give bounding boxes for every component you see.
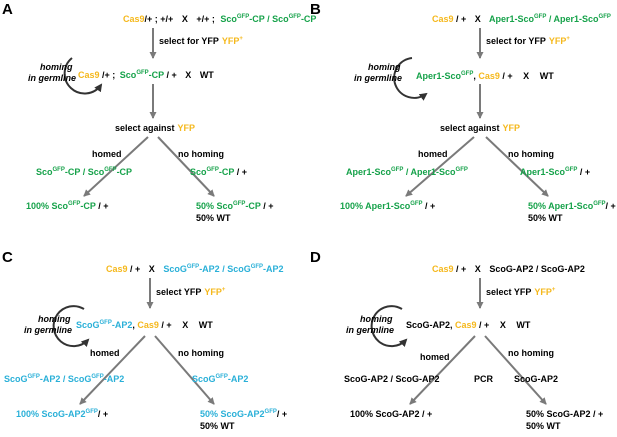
panel-c: C Cas9 / + X ScoGGFP-AP2 / ScoGGFP-AP2 s… — [2, 249, 287, 431]
panel-a-nohoming-label: no homing — [178, 149, 224, 159]
panel-b-result-nohoming: 50% Aper1-ScoGFP/ + — [528, 201, 616, 211]
panel-b-homing-loop-icon — [393, 57, 428, 101]
panel-label-a: A — [2, 1, 13, 18]
panel-c-result-homed: 100% ScoG-AP2GFP/ + — [16, 409, 108, 419]
panel-label-c: C — [2, 249, 13, 266]
panel-b-cross: Cas9 / + X Aper1-ScoGFP / Aper1-ScoGFP — [432, 14, 611, 24]
panel-d-result-wt: 50% WT — [526, 421, 561, 431]
panel-b-homing-label: homing — [368, 62, 401, 72]
panel-a: A Cas9/+ ; +/+ X +/+ ; ScoGFP-CP / ScoGF… — [2, 1, 316, 223]
panel-d-germline-label: in germline — [346, 325, 394, 335]
panel-a-homing-label: homing — [40, 62, 73, 72]
panel-a-result-nohoming: 50% ScoGFP-CP / + — [196, 201, 273, 211]
panel-b-f1: Aper1-ScoGFP, Cas9 / + X WT — [416, 71, 554, 81]
panel-c-result-nohoming: 50% ScoG-AP2GFP/ + — [200, 409, 287, 419]
panel-d-result-nohoming: 50% ScoG-AP2 / + — [526, 409, 603, 419]
panel-d-homing-loop-icon — [370, 305, 408, 348]
panel-b-nohoming-label: no homing — [508, 149, 554, 159]
panel-d-nohoming-genotype: ScoG-AP2 — [514, 374, 558, 384]
panel-c-germline-label: in germline — [24, 325, 72, 335]
panel-c-homed-genotype: ScoGGFP-AP2 / ScoGGFP-AP2 — [4, 374, 124, 384]
panel-c-homing-label: homing — [38, 314, 71, 324]
panel-c-nohoming-label: no homing — [178, 348, 224, 358]
panel-d-arrow-homed — [409, 335, 476, 405]
panel-d-result-homed: 100% ScoG-AP2 / + — [350, 409, 432, 419]
panel-d-nohoming-label: no homing — [508, 348, 554, 358]
panel-label-d: D — [310, 249, 321, 266]
panel-c-f1: ScoGGFP-AP2, Cas9 / + X WT — [76, 320, 213, 330]
panel-d-homed-genotype: ScoG-AP2 / ScoG-AP2 — [344, 374, 440, 384]
panel-a-homed-genotype: ScoGFP-CP / ScoGFP-CP — [36, 167, 132, 177]
panel-b-result-homed: 100% Aper1-ScoGFP / + — [340, 201, 435, 211]
panel-c-arrow-nohoming — [154, 335, 215, 405]
panel-a-homing-loop-icon — [63, 57, 103, 95]
panel-a-result-homed: 100% ScoGFP-CP / + — [26, 201, 108, 211]
panel-b-homed-genotype: Aper1-ScoGFP / Aper1-ScoGFP — [346, 167, 468, 177]
panel-d-pcr-label: PCR — [474, 374, 494, 384]
panel-d-cross: Cas9 / + X ScoG-AP2 / ScoG-AP2 — [432, 264, 585, 274]
panel-c-arrow-homed — [79, 335, 146, 405]
panel-c-homed-label: homed — [90, 348, 120, 358]
panel-b-nohoming-genotype: Aper1-ScoGFP / + — [520, 167, 590, 177]
panel-b-germline-label: in germline — [354, 73, 402, 83]
panel-b-homed-label: homed — [418, 149, 448, 159]
panel-b-arrow-nohoming — [485, 136, 549, 197]
panel-d: D Cas9 / + X ScoG-AP2 / ScoG-AP2 select … — [310, 249, 603, 431]
panel-a-cross: Cas9/+ ; +/+ X +/+ ; ScoGFP-CP / ScoGFP-… — [123, 14, 316, 24]
panel-a-germline-label: in germline — [28, 73, 76, 83]
panel-c-nohoming-genotype: ScoGGFP-AP2 — [192, 374, 248, 384]
panel-c-result-wt: 50% WT — [200, 421, 235, 431]
panel-a-arrow-nohoming — [157, 136, 215, 197]
panel-a-result-wt: 50% WT — [196, 213, 231, 223]
panel-a-arrow-homed — [83, 136, 149, 197]
panel-b-result-wt: 50% WT — [528, 213, 563, 223]
panel-b: B Cas9 / + X Aper1-ScoGFP / Aper1-ScoGFP… — [310, 1, 616, 223]
panel-a-nohoming-genotype: ScoGFP-CP / + — [190, 167, 247, 177]
panel-d-homing-label: homing — [360, 314, 393, 324]
panel-a-homed-label: homed — [92, 149, 122, 159]
panel-d-f1: ScoG-AP2, Cas9 / + X WT — [406, 320, 531, 330]
panel-label-b: B — [310, 1, 321, 18]
panel-c-homing-loop-icon — [52, 305, 90, 348]
panel-d-homed-label: homed — [420, 352, 450, 362]
panel-c-cross: Cas9 / + X ScoGGFP-AP2 / ScoGGFP-AP2 — [106, 264, 284, 274]
panel-a-f1: Cas9 /+ ; ScoGFP-CP / + X WT — [78, 70, 214, 80]
panel-d-arrow-nohoming — [484, 335, 547, 405]
panel-b-arrow-homed — [405, 136, 475, 197]
